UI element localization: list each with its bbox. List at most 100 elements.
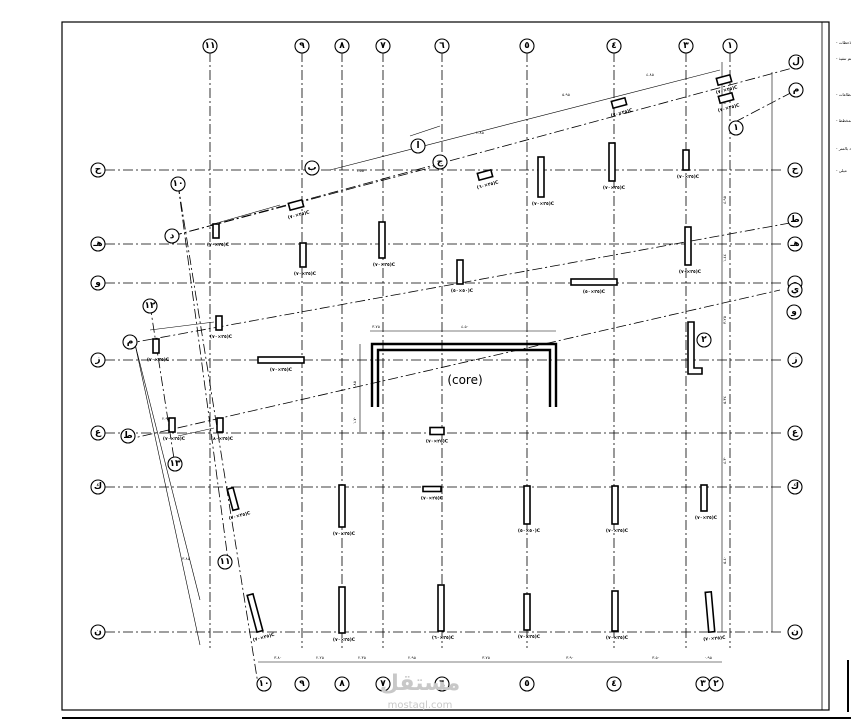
diagonal-axis-bubble: م bbox=[788, 82, 804, 98]
row-axis-bubble-right: ح bbox=[787, 162, 803, 178]
svg-text:ا: ا bbox=[416, 141, 419, 151]
column-tag: (٢٥×٧٠)C bbox=[610, 107, 634, 119]
column: (٢٥×٧٠)C bbox=[294, 242, 317, 277]
column: (٢٥×٧٠)C bbox=[677, 149, 700, 180]
svg-text:٤: ٤ bbox=[611, 41, 617, 51]
column: (٢٥×٧٠)C bbox=[532, 156, 555, 207]
column: (٢٥×٧٠)C bbox=[333, 484, 356, 537]
column-tag: (٢٥×٧٠)C bbox=[532, 201, 555, 207]
svg-text:٥: ٥ bbox=[524, 679, 530, 689]
svg-text:١٠: ١٠ bbox=[173, 179, 184, 189]
column: (٢٥×٧٠)C bbox=[207, 223, 230, 248]
bottom-axis-bubble: ٣ bbox=[695, 676, 711, 692]
svg-text:ن: ن bbox=[94, 627, 102, 637]
top-axis-bubble: ٦ bbox=[434, 38, 450, 54]
diagonal-axis-bubble: ١٣ bbox=[167, 456, 183, 472]
bottom-axis-bubble: ٧ bbox=[375, 676, 391, 692]
column: (٢٥×٧٠)C bbox=[715, 73, 739, 96]
svg-text:م: م bbox=[127, 337, 134, 347]
column: (٢٥×٧٠)C bbox=[373, 221, 396, 268]
column-tag: (٢٥×٧٠)C bbox=[333, 637, 356, 643]
svg-text:و: و bbox=[94, 278, 101, 288]
column: (٢٥×٨٠)C bbox=[211, 417, 234, 442]
column: (٢٥×٧٠)C bbox=[603, 142, 626, 191]
top-axis-bubble: ٧ bbox=[375, 38, 391, 54]
column: (٢٥×٧٠)C bbox=[606, 485, 629, 534]
column-tag: (٢٥×٧٠)C bbox=[287, 209, 311, 221]
svg-text:ز: ز bbox=[791, 355, 797, 365]
svg-text:ح: ح bbox=[792, 165, 799, 175]
svg-text:ط: ط bbox=[790, 215, 799, 225]
svg-text:م: م bbox=[793, 85, 800, 95]
dimension-lines bbox=[134, 62, 773, 663]
column: (٢٥×٧٠)C bbox=[695, 484, 718, 521]
core-dim-text: ٤.٥٠ bbox=[461, 324, 469, 329]
svg-text:و: و bbox=[790, 307, 797, 317]
top-axis-bubble: ٣ bbox=[678, 38, 694, 54]
svg-text:١٠: ١٠ bbox=[259, 679, 270, 689]
dim-diag-text: ١.٥٥ bbox=[356, 168, 364, 173]
side-note: - ميلي bbox=[836, 168, 847, 173]
dim-bottom-text: ٣.٧٥ bbox=[482, 655, 490, 660]
row-axis-bubble-left: هـ bbox=[90, 236, 106, 252]
column: (٢٥×٧٠)C bbox=[421, 485, 444, 502]
diagonal-axis-bubble: ط bbox=[787, 212, 803, 228]
column: (٢٥×٧٠)C bbox=[163, 417, 186, 442]
watermark-brand: مستقل bbox=[380, 671, 460, 696]
dim-diag-text: ٢.٨٥ bbox=[476, 130, 484, 135]
row-axis-bubble-left: ك bbox=[90, 479, 106, 495]
svg-text:ط: ط bbox=[123, 431, 132, 441]
bottom-axis-bubble: ١٠ bbox=[256, 676, 272, 692]
column-tag: (٢٥×٧٠)C bbox=[228, 510, 252, 522]
column: (٢٥×٧٠)C bbox=[287, 198, 311, 221]
column: (٥٠×٥٠)C bbox=[451, 259, 474, 294]
svg-text:٧: ٧ bbox=[380, 41, 386, 51]
svg-text:٢: ٢ bbox=[701, 335, 707, 345]
side-note: - القطاعات bbox=[836, 92, 851, 97]
column: (٢٥×٧٠)C bbox=[703, 590, 726, 643]
dim-bottom-text: ٣.٨٠ bbox=[274, 655, 282, 660]
row-axis-bubble-right: هـ bbox=[787, 236, 803, 252]
core-dim-text: ٣.٧٥ bbox=[372, 324, 380, 329]
column: (٢٥×٧٠)C bbox=[610, 96, 634, 119]
svg-text:٢: ٢ bbox=[713, 679, 719, 689]
diagonal-axis-bubble: ١٠ bbox=[170, 176, 186, 192]
column-tag: (٢٥×٧٠)C bbox=[333, 531, 356, 537]
column: (٢٥×٥٠)C bbox=[570, 278, 618, 295]
dim-diag-text: ٥.٩٥ bbox=[562, 92, 570, 97]
dim-diag-text: ٤.٨٥ bbox=[646, 72, 654, 77]
column: (٥٠×٥٠)C bbox=[518, 485, 541, 534]
svg-text:ع: ع bbox=[95, 428, 102, 438]
bottom-axis-bubble: ٤ bbox=[606, 676, 622, 692]
side-note: - حسب المخطط bbox=[836, 118, 851, 123]
diagonal-axis-bubble: ي bbox=[787, 282, 803, 298]
diagonal-axis-bubble: ١١ bbox=[217, 554, 233, 570]
svg-text:١١: ١١ bbox=[205, 41, 216, 51]
svg-text:ل: ل bbox=[792, 57, 800, 67]
core-dim-text: ١.٧٠ bbox=[352, 416, 357, 424]
column-tag: (٢٥×٧٠)C bbox=[695, 515, 718, 521]
svg-text:ن: ن bbox=[791, 627, 799, 637]
dim-diag-text: ٣.٨٥ bbox=[182, 556, 190, 561]
top-axis-bubble: ١ bbox=[722, 38, 738, 54]
column-tag: (٢٥×٧٠)C bbox=[252, 632, 276, 644]
column-tag: (٢٥×٧٠)C bbox=[426, 439, 449, 445]
axis-bubbles: ١١٩٨٧٦٥٤٣١١٠٩٨٧٦٥٤٣٢ححهـهـووززععككننابجد… bbox=[90, 38, 804, 692]
dim-bottom-text: ٢.٩٥ bbox=[408, 655, 416, 660]
column: (٢٥×٧٠)C bbox=[426, 426, 449, 445]
column-tag: (٢٥×٧٠)C bbox=[606, 528, 629, 534]
column-tag: (٢٥×٥٠)C bbox=[583, 289, 606, 295]
diagonal-axis-bubble: م bbox=[122, 334, 138, 350]
svg-text:١: ١ bbox=[727, 41, 733, 51]
bottom-axis-bubble: ٦ bbox=[434, 676, 450, 692]
top-axis-bubble: ٨ bbox=[334, 38, 350, 54]
column-tag: (٢٥×٧٠)C bbox=[421, 496, 444, 502]
diagonal-axis-bubble: ل bbox=[788, 54, 804, 70]
row-axis-bubble-right: ع bbox=[787, 425, 803, 441]
top-axis-bubble: ٩ bbox=[294, 38, 310, 54]
side-note: - الأبعاد بالمتر bbox=[836, 146, 851, 151]
column-tag: (٢٥×٧٠)C bbox=[715, 84, 739, 96]
svg-text:هـ: هـ bbox=[789, 239, 799, 249]
column: (٢٥×٧٠)C bbox=[226, 486, 252, 522]
